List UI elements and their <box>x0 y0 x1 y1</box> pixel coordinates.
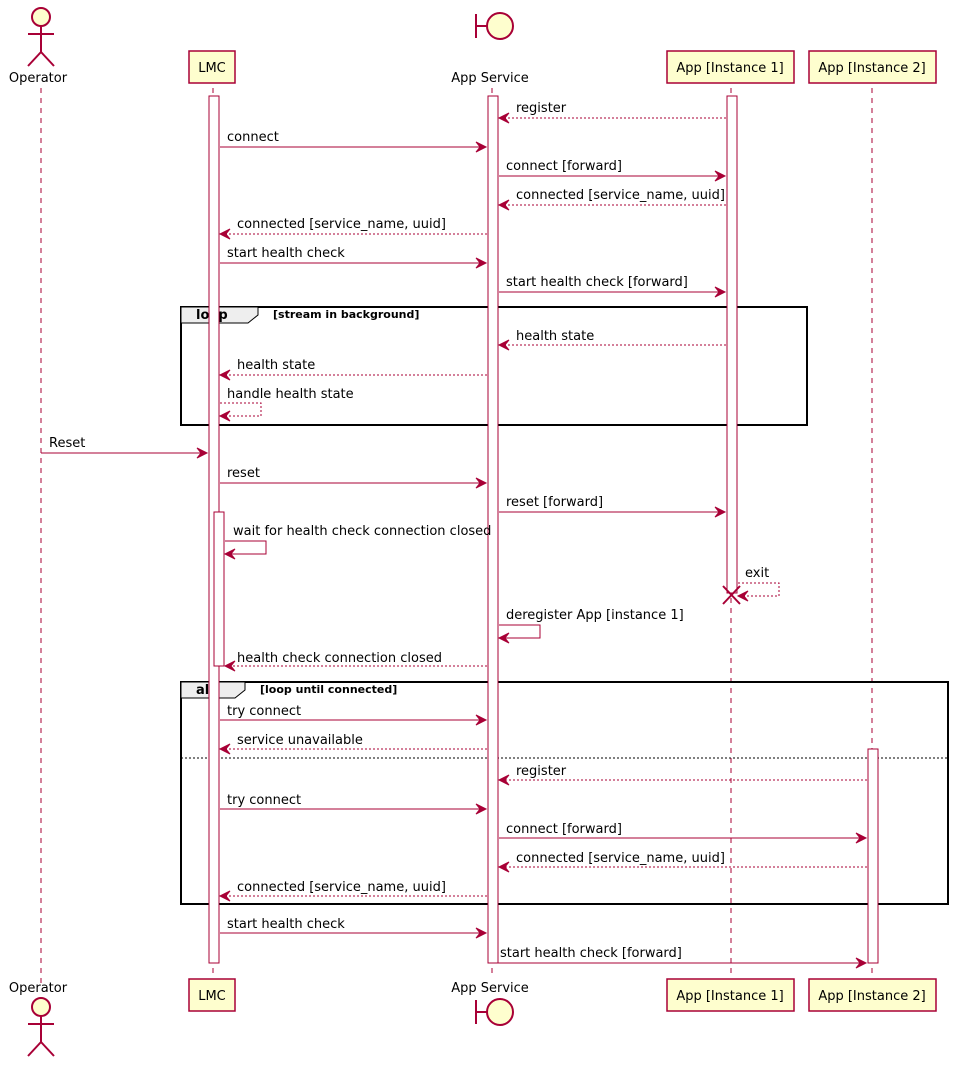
message-reset-operator: Reset <box>41 436 209 459</box>
message-connected-to-lmc: connected [service_name, uuid] <box>218 217 487 240</box>
participant-instance2-label-bottom: App [Instance 2] <box>818 989 925 1004</box>
svg-text:connected [service_name, uuid]: connected [service_name, uuid] <box>516 188 725 203</box>
svg-text:handle health state: handle health state <box>227 387 354 402</box>
svg-text:try connect: try connect <box>227 704 301 719</box>
svg-text:try connect: try connect <box>227 793 301 808</box>
participant-operator-bottom: Operator <box>9 981 68 1057</box>
participant-app-service-label: App Service <box>451 71 529 86</box>
svg-text:reset: reset <box>227 466 260 481</box>
svg-text:register: register <box>516 764 567 779</box>
alt-fragment: alt [loop until connected] <box>180 681 949 905</box>
message-deregister-instance1: deregister App [instance 1] <box>497 608 684 644</box>
message-connect-forward: connect [forward] <box>499 159 727 182</box>
svg-text:connected [service_name, uuid]: connected [service_name, uuid] <box>237 880 446 895</box>
svg-text:wait for health check connecti: wait for health check connection closed <box>233 524 491 539</box>
message-register: register <box>497 101 726 124</box>
participant-instance1-label: App [Instance 1] <box>676 61 783 76</box>
svg-text:start health check [forward]: start health check [forward] <box>506 275 688 290</box>
message-start-health-check-forward: start health check [forward] <box>499 275 727 298</box>
participant-lmc-bottom: LMC <box>188 978 236 1012</box>
message-health-state-from-instance1: health state <box>497 329 726 351</box>
svg-text:connected [service_name, uuid]: connected [service_name, uuid] <box>237 217 446 232</box>
participant-app-service-label-bottom: App Service <box>451 981 529 996</box>
participant-lmc-label: LMC <box>198 61 226 76</box>
svg-text:health state: health state <box>516 329 594 344</box>
message-health-state-to-lmc: health state <box>218 358 487 381</box>
message-connect-forward-instance2: connect [forward] <box>499 822 868 844</box>
destroy-marker <box>722 585 741 605</box>
loop-guard: [stream in background] <box>273 308 419 321</box>
svg-text:start health check [forward]: start health check [forward] <box>500 946 682 961</box>
svg-text:connect: connect <box>227 130 279 145</box>
svg-text:deregister App [instance 1]: deregister App [instance 1] <box>506 608 684 623</box>
svg-text:service unavailable: service unavailable <box>237 733 363 748</box>
participant-instance1-top: App [Instance 1] <box>666 50 795 84</box>
svg-text:start health check: start health check <box>227 246 345 261</box>
svg-text:start health check: start health check <box>227 917 345 932</box>
svg-text:connect [forward]: connect [forward] <box>506 822 622 837</box>
svg-text:connected [service_name, uuid]: connected [service_name, uuid] <box>516 851 725 866</box>
svg-text:health state: health state <box>237 358 315 373</box>
svg-text:Reset: Reset <box>49 436 85 451</box>
message-start-health-check: start health check <box>220 246 488 269</box>
message-reset-forward: reset [forward] <box>499 495 727 518</box>
message-register-instance2: register <box>497 764 867 786</box>
activation-lmc-nested <box>213 511 225 667</box>
participant-app-service-bottom: App Service <box>451 981 529 1026</box>
svg-text:health check connection closed: health check connection closed <box>237 651 442 666</box>
participant-instance2-label: App [Instance 2] <box>818 61 925 76</box>
participant-instance1-label-bottom: App [Instance 1] <box>676 989 783 1004</box>
participant-operator-top: Operator <box>9 7 68 86</box>
svg-text:reset [forward]: reset [forward] <box>506 495 603 510</box>
participant-instance1-bottom: App [Instance 1] <box>666 978 795 1012</box>
message-handle-health-state: handle health state <box>218 387 354 422</box>
svg-text:register: register <box>516 101 567 116</box>
message-start-health-check-forward-instance2: start health check [forward] <box>493 946 868 969</box>
message-try-connect-2: try connect <box>220 793 488 815</box>
svg-text:exit: exit <box>745 566 769 581</box>
participant-instance2-bottom: App [Instance 2] <box>808 978 937 1012</box>
message-service-unavailable: service unavailable <box>218 733 487 755</box>
activation-instance1 <box>726 95 738 594</box>
participant-operator-label: Operator <box>9 71 68 86</box>
message-exit: exit <box>736 566 780 602</box>
message-try-connect-1: try connect <box>220 704 488 726</box>
participant-operator-label-bottom: Operator <box>9 981 68 996</box>
alt-guard: [loop until connected] <box>260 683 397 696</box>
message-connect: connect <box>220 130 488 153</box>
message-connected-from-instance2: connected [service_name, uuid] <box>497 851 867 873</box>
message-start-health-check-2: start health check <box>220 917 488 939</box>
svg-text:connect [forward]: connect [forward] <box>506 159 622 174</box>
activation-instance2 <box>867 748 879 964</box>
message-connected-to-lmc-2: connected [service_name, uuid] <box>218 880 487 902</box>
participant-app-service-top: App Service <box>451 12 529 86</box>
message-reset: reset <box>220 466 488 489</box>
participant-lmc-label-bottom: LMC <box>198 989 226 1004</box>
message-connected-from-instance1: connected [service_name, uuid] <box>497 188 726 211</box>
participant-instance2-top: App [Instance 2] <box>808 50 937 84</box>
message-wait-health-check-closed: wait for health check connection closed <box>223 524 491 560</box>
message-health-check-connection-closed: health check connection closed <box>223 651 487 672</box>
participant-lmc-top: LMC <box>188 50 236 84</box>
